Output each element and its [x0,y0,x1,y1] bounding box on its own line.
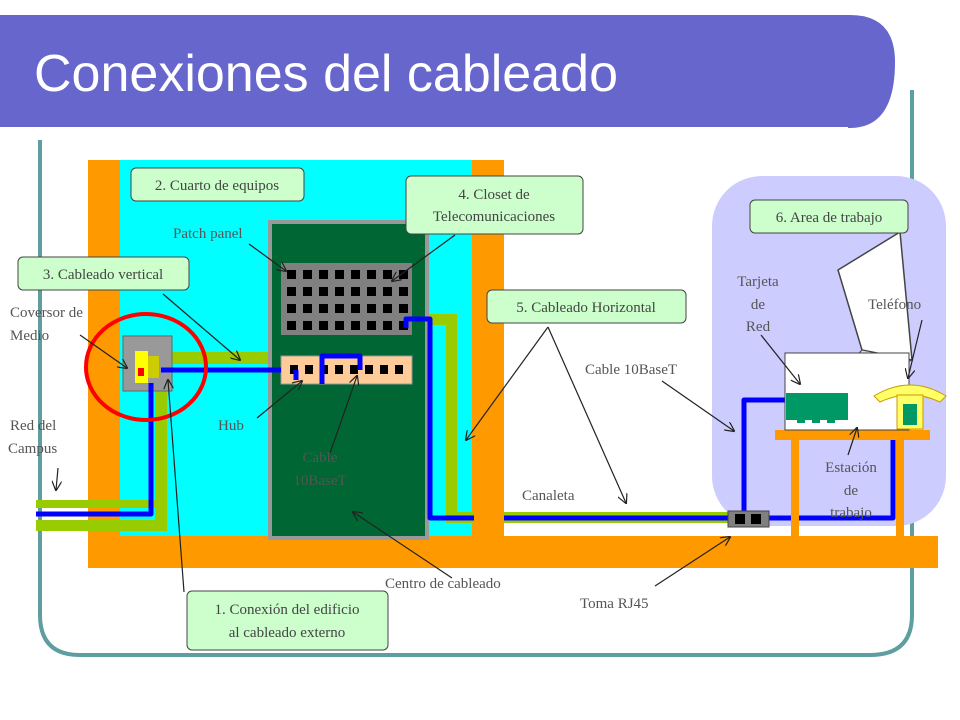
callout-building-entrance-line2: al cableado externo [229,625,346,641]
label-workstation-line1: Estación [825,460,877,476]
callout-telecom-closet: 4. Closet de Telecomunicaciones [405,175,584,235]
label-workstation-line3: trabajo [830,505,872,521]
label-wiring-center: Centro de cableado [385,576,501,592]
callout-work-area: 6. Area de trabajo [749,199,909,234]
workstation [775,230,930,538]
label-network-card-line3: Red [746,319,771,335]
callout-building-entrance-line1: 1. Conexión del edificio [215,602,360,618]
callout-vertical-cabling: 3. Cableado vertical [17,256,190,291]
callout-equipment-room: 2. Cuarto de equipos [130,167,305,202]
callout-telecom-closet-line1: 4. Closet de [458,187,530,203]
label-workstation-line2: de [844,483,859,499]
callout-vertical-cabling-label: 3. Cableado vertical [43,267,163,283]
building-floor [88,536,938,568]
label-campus-network-line2: Campus [8,441,57,457]
callout-equipment-room-label: 2. Cuarto de equipos [155,178,279,194]
callout-telecom-closet-line2: Telecomunicaciones [433,209,555,225]
title-underline [0,127,848,131]
telephone-icon [873,384,947,430]
label-network-card-line1: Tarjeta [737,274,779,290]
title-bar [0,15,895,128]
label-rj45-jack: Toma RJ45 [580,596,649,612]
callout-horizontal-cabling-label: 5. Cableado Horizontal [516,300,656,316]
slide-frame [38,90,914,657]
label-telephone: Teléfono [868,297,921,313]
callout-work-area-label: 6. Area de trabajo [776,210,883,226]
rj45-jack [727,510,770,528]
hub [280,355,413,385]
highlight-ring [84,312,208,422]
label-media-converter-line1: Coversor de [10,305,83,321]
label-patch-panel: Patch panel [173,226,243,242]
label-canaleta: Canaleta [522,488,575,504]
media-converter [122,335,173,392]
page-title: Conexiones del cableado [34,45,618,103]
label-media-converter-line2: Medio [10,328,49,344]
callout-horizontal-cabling: 5. Cableado Horizontal [486,289,687,324]
label-campus-network-line1: Red del [10,418,56,434]
label-network-card-line2: de [751,297,766,313]
label-hub-cable-line1: Cable [303,450,338,466]
label-cable-10baset: Cable 10BaseT [585,362,677,378]
patch-panel [281,263,412,335]
building-wall-left [88,160,120,536]
label-hub-cable-line2: 10BaseT [293,473,346,489]
pointer-arrows [56,234,923,593]
label-hub: Hub [218,418,244,434]
callout-building-entrance: 1. Conexión del edificio al cableado ext… [186,590,389,651]
